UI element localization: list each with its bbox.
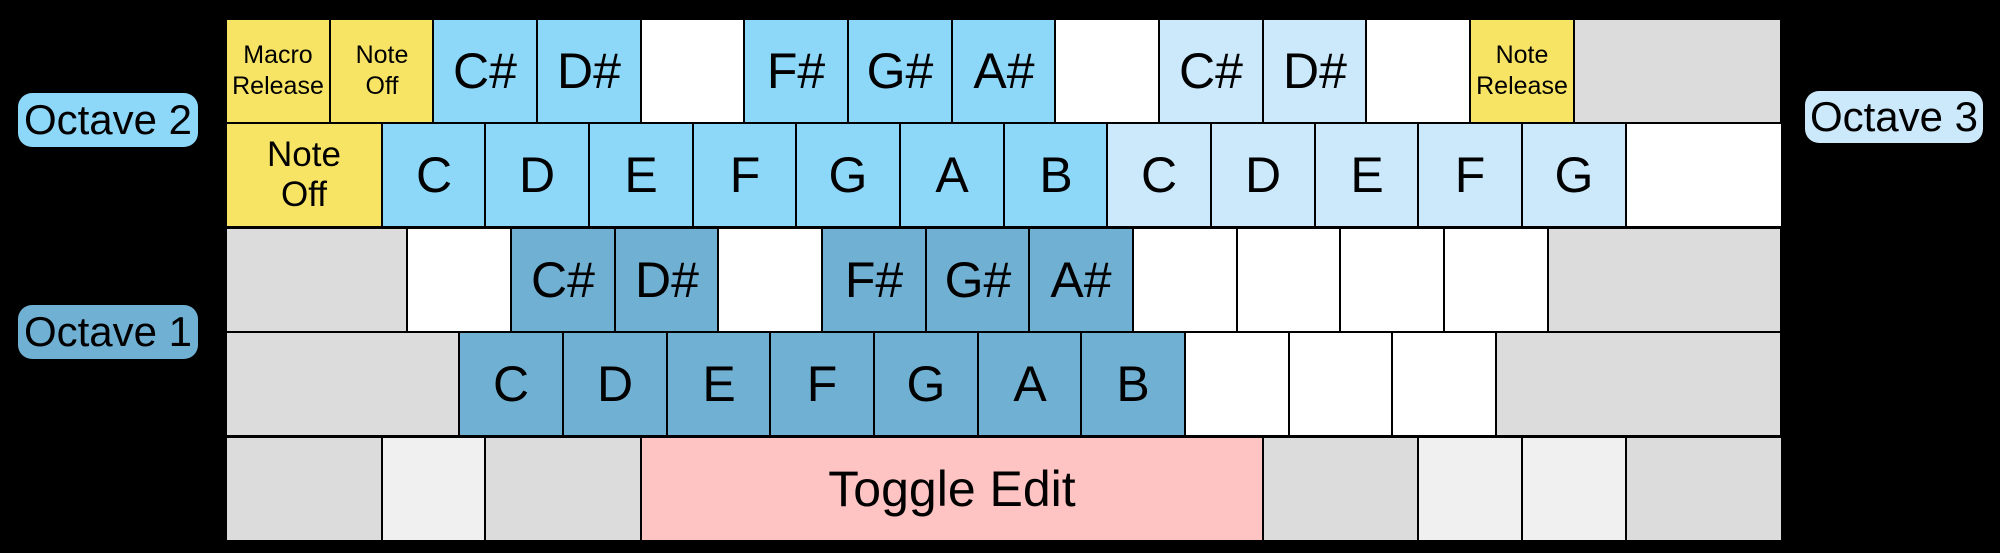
note-d-oct1-key: D — [562, 331, 668, 437]
note-b-oct2-key: B — [1003, 122, 1109, 228]
note-c-sharp-oct1-key: C# — [510, 227, 616, 333]
note-e-oct2-key: E — [588, 122, 694, 228]
note-a-sharp-oct1-key: A# — [1028, 227, 1134, 333]
modifier-key — [225, 331, 460, 437]
note-g-sharp-oct2-key: G# — [847, 18, 953, 124]
note-c-sharp-oct3-key: C# — [1158, 18, 1264, 124]
modifier-key — [484, 436, 642, 542]
note-a-oct2-key: A — [899, 122, 1005, 228]
blank-key — [1132, 227, 1238, 333]
note-e-oct1-key: E — [666, 331, 772, 437]
blank-key — [1339, 227, 1445, 333]
blank-key — [1391, 331, 1497, 437]
octave-1-label: Octave 1 — [18, 305, 198, 359]
toggle-edit-key: Toggle Edit — [640, 436, 1264, 542]
note-g-sharp-oct1-key: G# — [925, 227, 1031, 333]
note-release-key: Note Release — [1469, 18, 1575, 124]
note-f-oct2-key: F — [692, 122, 798, 228]
blank-key — [1288, 331, 1394, 437]
blank-key — [1054, 18, 1160, 124]
modifier-light-key — [1521, 436, 1627, 542]
modifier-key — [225, 227, 408, 333]
note-f-oct3-key: F — [1417, 122, 1523, 228]
modifier-key — [225, 436, 383, 542]
blank-key — [1365, 18, 1471, 124]
note-off-key: Note Off — [225, 122, 383, 228]
blank-key — [1184, 331, 1290, 437]
note-a-oct1-key: A — [977, 331, 1083, 437]
modifier-key — [1262, 436, 1420, 542]
blank-key — [717, 227, 823, 333]
blank-key — [1443, 227, 1549, 333]
blank-key — [1236, 227, 1342, 333]
modifier-key — [1573, 18, 1782, 124]
modifier-key — [1495, 331, 1782, 437]
note-d-oct3-key: D — [1210, 122, 1316, 228]
modifier-key — [1625, 436, 1783, 542]
note-d-sharp-oct1-key: D# — [614, 227, 720, 333]
note-f-sharp-oct1-key: F# — [821, 227, 927, 333]
note-b-oct1-key: B — [1080, 331, 1186, 437]
octave-3-label: Octave 3 — [1805, 91, 1983, 143]
octave-2-label: Octave 2 — [18, 93, 198, 147]
macro-release-key: Macro Release — [225, 18, 331, 124]
blank-key — [1625, 122, 1783, 228]
note-c-sharp-oct2-key: C# — [432, 18, 538, 124]
blank-key — [640, 18, 746, 124]
blank-key — [406, 227, 512, 333]
note-g-oct2-key: G — [795, 122, 901, 228]
note-f-oct1-key: F — [769, 331, 875, 437]
note-g-oct3-key: G — [1521, 122, 1627, 228]
note-e-oct3-key: E — [1314, 122, 1420, 228]
note-c-oct2-key: C — [381, 122, 487, 228]
note-d-sharp-oct3-key: D# — [1262, 18, 1368, 124]
note-g-oct1-key: G — [873, 331, 979, 437]
note-d-oct2-key: D — [484, 122, 590, 228]
modifier-light-key — [381, 436, 487, 542]
note-f-sharp-oct2-key: F# — [743, 18, 849, 124]
note-d-sharp-oct2-key: D# — [536, 18, 642, 124]
note-a-sharp-oct2-key: A# — [951, 18, 1057, 124]
modifier-key — [1547, 227, 1782, 333]
note-c-oct3-key: C — [1106, 122, 1212, 228]
note-c-oct1-key: C — [458, 331, 564, 437]
modifier-light-key — [1417, 436, 1523, 542]
note-off-key: Note Off — [329, 18, 435, 124]
